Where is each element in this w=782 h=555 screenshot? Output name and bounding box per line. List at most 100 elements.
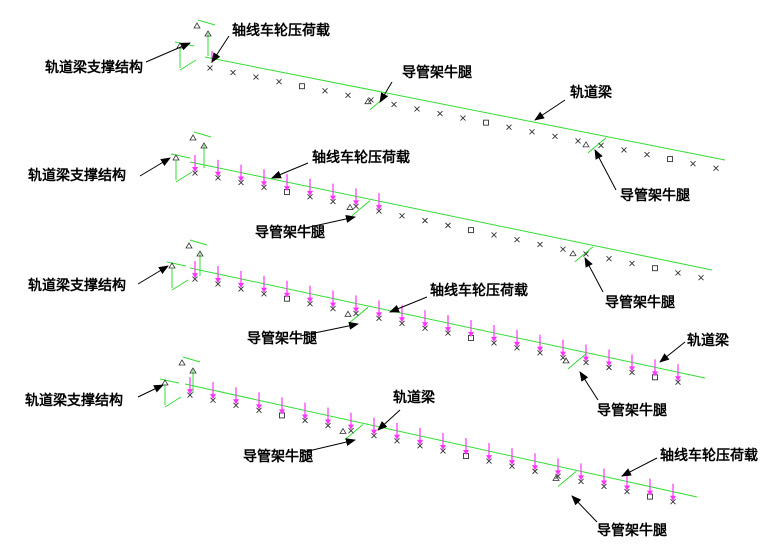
annotation-arrow xyxy=(377,409,401,431)
wheel-load-arrowhead xyxy=(486,455,492,461)
annotation-label-load: 轴线车轮压荷载 xyxy=(430,282,528,299)
node-marker xyxy=(253,74,259,80)
support-structure xyxy=(174,19,216,71)
node-marker xyxy=(537,349,543,356)
wheel-load-arrowhead xyxy=(445,327,451,333)
wheel-load-arrowhead xyxy=(560,351,566,357)
node-marker xyxy=(215,174,221,181)
wheel-load-arrowhead xyxy=(422,322,428,328)
bracket-node-marker xyxy=(562,357,570,364)
node-marker xyxy=(537,241,543,248)
node-marker xyxy=(307,194,313,200)
annotation-label-bracket: 导管架牛腿 xyxy=(243,448,313,465)
panel-stage-1 xyxy=(174,19,726,172)
annotation-bracket: 导管架牛腿 xyxy=(594,149,690,204)
support-node-marker xyxy=(189,367,197,374)
node-marker xyxy=(261,184,267,191)
annotation-label-bracket: 导管架牛腿 xyxy=(247,330,317,347)
node-marker xyxy=(417,443,423,449)
annotation-arrow xyxy=(299,321,359,337)
support-node-marker xyxy=(193,22,201,29)
node-marker xyxy=(376,315,382,322)
annotation-load: 轴线车轮压荷载 xyxy=(271,149,410,179)
wheel-load-arrowhead xyxy=(647,490,653,496)
wheel-load-arrowhead xyxy=(284,292,290,298)
annotation-label-rail: 轨道梁 xyxy=(687,332,730,349)
node-marker xyxy=(560,354,566,361)
support-structure xyxy=(166,239,208,291)
node-marker xyxy=(399,213,405,219)
bracket-node-marker xyxy=(339,427,347,434)
annotation-arrow xyxy=(534,99,566,121)
wheel-load-arrowhead xyxy=(463,450,469,456)
node-marker xyxy=(238,286,244,292)
node-marker xyxy=(583,251,589,257)
annotation-label-load: 轴线车轮压荷载 xyxy=(312,149,410,166)
annotation-label-load: 轴线车轮压荷载 xyxy=(232,22,330,39)
annotation-support: 轨道梁支撑结构 xyxy=(28,157,171,184)
support-top-line xyxy=(197,19,216,26)
annotation-label-support: 轨道梁支撑结构 xyxy=(25,392,123,409)
wheel-load-arrowhead xyxy=(652,371,658,377)
wheel-load-arrowhead xyxy=(440,444,446,450)
annotation-load: 轴线车轮压荷载 xyxy=(389,282,528,313)
wheel-load-arrowhead xyxy=(238,282,244,288)
annotation-arrow xyxy=(137,384,164,398)
node-marker xyxy=(215,281,221,287)
wheel-load-arrowhead xyxy=(330,195,336,201)
node-marker xyxy=(187,392,193,398)
node-marker xyxy=(276,78,282,85)
node-marker xyxy=(391,101,397,108)
node-marker xyxy=(509,463,515,469)
bracket-line xyxy=(567,353,587,370)
annotation-arrow xyxy=(211,35,230,63)
node-marker xyxy=(230,69,236,76)
annotation-arrow xyxy=(389,296,428,313)
wheel-load-arrowhead xyxy=(555,470,561,476)
wheel-load-arrowhead xyxy=(371,429,377,435)
node-marker xyxy=(506,124,512,131)
wheel-load-arrowhead xyxy=(284,186,290,192)
node-marker xyxy=(491,232,497,238)
annotation-label-bracket: 导管架牛腿 xyxy=(620,187,690,204)
annotation-arrow xyxy=(137,265,169,285)
wheel-load-arrowhead xyxy=(675,376,681,382)
node-marker xyxy=(422,325,428,332)
jacket-bracket xyxy=(346,200,371,216)
annotation-arrow xyxy=(584,257,604,293)
annotation-label-bracket: 导管架牛腿 xyxy=(402,64,472,81)
wheel-load-arrowhead xyxy=(670,495,676,501)
wheel-load-arrowhead xyxy=(417,439,423,445)
annotation-arrow xyxy=(379,81,393,103)
node-marker xyxy=(302,417,308,424)
node-marker xyxy=(348,427,354,434)
annotation-arrow xyxy=(659,341,686,363)
node-marker xyxy=(675,379,681,386)
support-node-marker xyxy=(178,359,186,366)
bracket-node-marker xyxy=(344,310,352,317)
support-node-marker xyxy=(168,262,176,269)
annotation-bracket: 导管架牛腿 xyxy=(579,371,667,419)
wheel-load-arrowhead xyxy=(578,475,584,481)
annotation-arrow xyxy=(271,162,309,179)
wheel-load-arrowhead xyxy=(192,167,198,173)
wheel-load-arrowhead xyxy=(606,361,612,367)
panel-stage-4 xyxy=(159,356,698,505)
annotation-load: 轴线车轮压荷载 xyxy=(621,447,758,477)
support-brace xyxy=(164,396,182,408)
node-marker xyxy=(299,83,305,90)
wheel-load-arrowhead xyxy=(509,460,515,466)
wheel-load-arrowhead xyxy=(210,394,216,400)
support-structure xyxy=(159,356,201,408)
jacket-bracket xyxy=(344,306,369,323)
wheel-load-arrowhead xyxy=(215,171,221,177)
support-top-line xyxy=(170,153,191,159)
node-marker xyxy=(307,300,313,307)
node-marker xyxy=(238,179,244,186)
annotation-rail: 轨道梁 xyxy=(377,389,436,431)
node-marker xyxy=(486,458,492,464)
support-node-marker xyxy=(196,250,204,257)
bracket-line xyxy=(574,246,594,263)
annotation-rail: 轨道梁 xyxy=(534,84,613,121)
